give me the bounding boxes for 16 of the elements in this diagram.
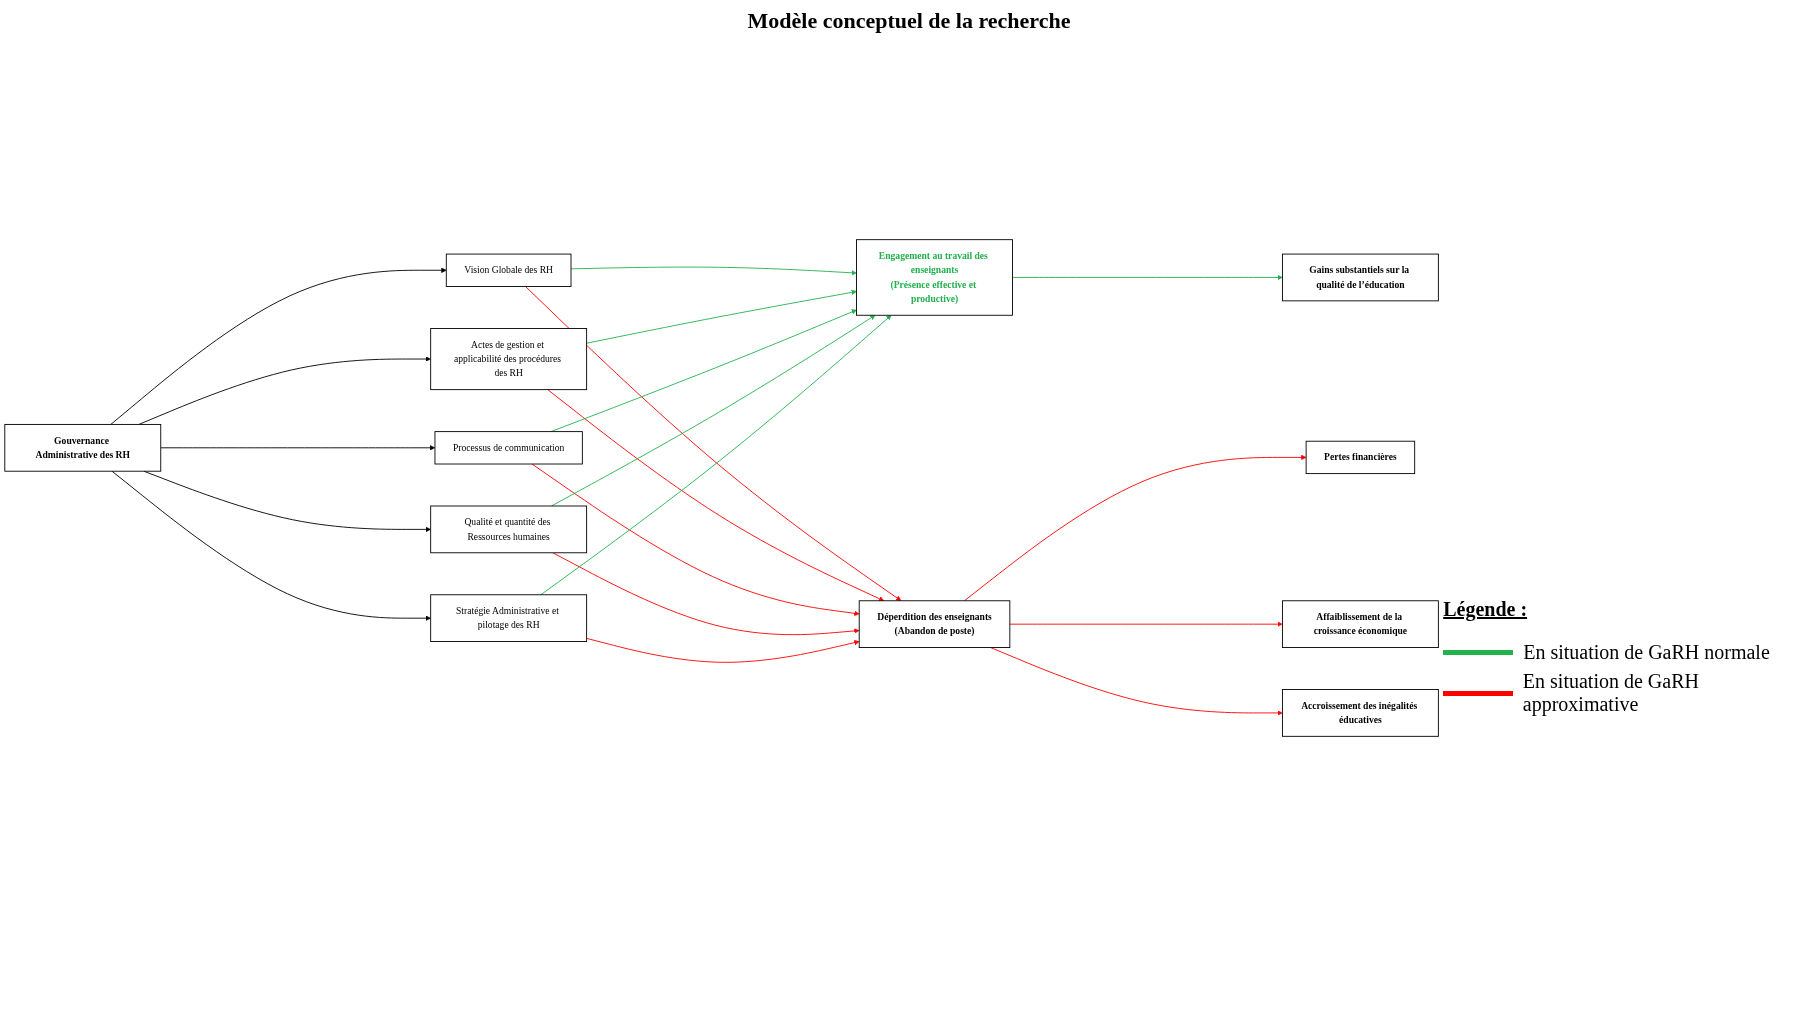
node-box: Stratégie Administrative et pilotage des RH [430,594,588,642]
node-box: Qualité et quantité des Ressources humaines [430,505,588,554]
node-box: Processus de communication [434,431,583,465]
node-box: Gains substantiels sur la qualité de l’éducation [1281,253,1439,302]
diagram-title: Modèle conceptuel de la recherche [746,8,1072,34]
node-box: Pertes financières [1305,440,1416,475]
node-box: Déperdition des enseignants (Abandon de poste) [858,600,1011,648]
legend-text: En situation de GaRH approximative [1522,670,1700,716]
legend-text: En situation de GaRH normale [1523,641,1770,664]
node-box: Affaiblissement de la croissance économique [1281,600,1439,648]
legend-heading: Légende : [1443,598,1528,621]
node-box: Gouvernance Administrative des RH [4,423,162,472]
node-box: Actes de gestion et applicabilité des procédures des RH [430,328,588,391]
node-box: Accroissement des inégalités éducatives [1281,689,1439,737]
node-box: Engagement au travail des enseignants (Présence effective et productive) [856,239,1013,316]
node-box: Vision Globale des RH [445,253,572,287]
